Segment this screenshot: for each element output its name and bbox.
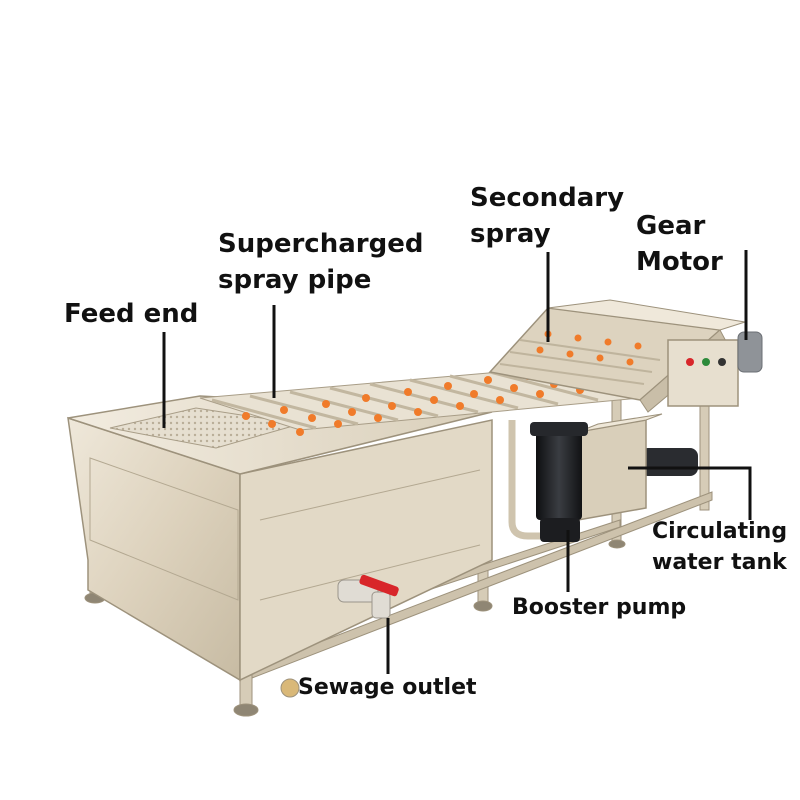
label-circulating-water-tank: Circulating water tank [652, 519, 788, 575]
wash-tank [67, 395, 493, 682]
label-gear-motor: Gear Motor [636, 211, 723, 277]
pointer-water-tank [628, 466, 752, 520]
gear-motor-assembly [640, 331, 763, 476]
label-secondary-spray: Secondary spray [470, 183, 625, 249]
pointer-lines [162, 250, 752, 674]
label-sewage-outlet: Sewage outlet [298, 675, 477, 700]
label-supercharged-spray-pipe: Supercharged spray pipe [218, 229, 424, 295]
booster-pump [508, 420, 588, 542]
label-booster-pump: Booster pump [512, 595, 687, 620]
sewage-valve [337, 574, 399, 619]
label-feed-end: Feed end [64, 299, 199, 329]
